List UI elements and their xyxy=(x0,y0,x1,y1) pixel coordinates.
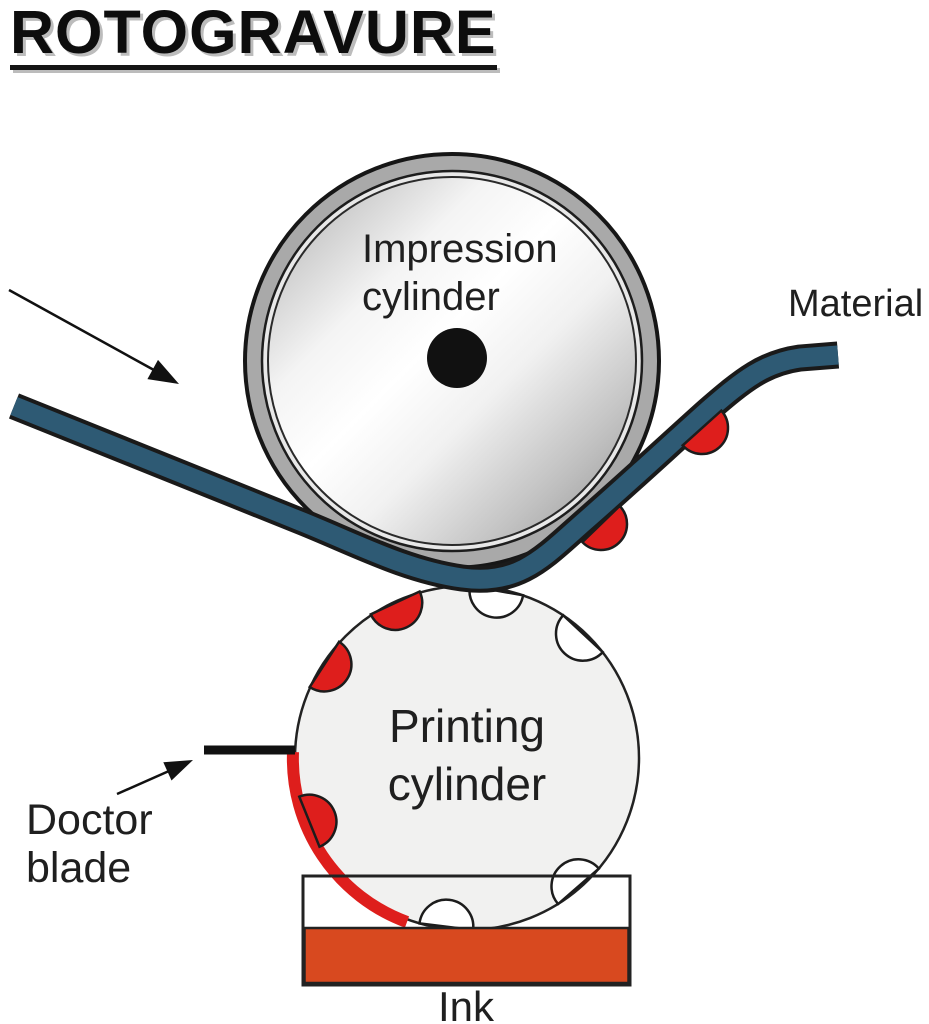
title-text: ROTOGRAVURE xyxy=(10,0,497,66)
impression-cylinder-hub xyxy=(427,328,487,388)
doctor-blade-arrow-line xyxy=(116,769,170,796)
ink-film-arc xyxy=(286,751,410,928)
web-feed-arrow-head xyxy=(147,359,179,384)
doctor-blade-label-line2: blade xyxy=(26,844,131,892)
material-web xyxy=(8,341,840,593)
page-title: ROTOGRAVURE xyxy=(10,2,497,70)
doctor-blade-arrow-head xyxy=(163,760,193,781)
impression-cylinder xyxy=(243,152,661,570)
title-underline xyxy=(10,65,497,70)
impression-cylinder-label-line1: Impression xyxy=(362,227,558,271)
doctor-blade-label-line1: Doctor xyxy=(26,796,153,844)
ink-label: Ink xyxy=(438,983,495,1024)
doctor-blade-arrow-icon xyxy=(116,760,193,796)
ink-level xyxy=(303,926,630,985)
web-feed-arrow-icon xyxy=(8,288,179,384)
ink-tray xyxy=(301,874,632,987)
web-feed-arrow-line xyxy=(8,288,154,371)
impression-cylinder-label-line2: cylinder xyxy=(362,275,500,319)
material-label: Material xyxy=(788,283,923,325)
printing-cylinder-label-line1: Printing xyxy=(389,700,545,752)
material-web-surface xyxy=(10,345,839,589)
printing-cylinder-label-line2: cylinder xyxy=(388,758,547,810)
ink-tray-border xyxy=(301,874,632,987)
